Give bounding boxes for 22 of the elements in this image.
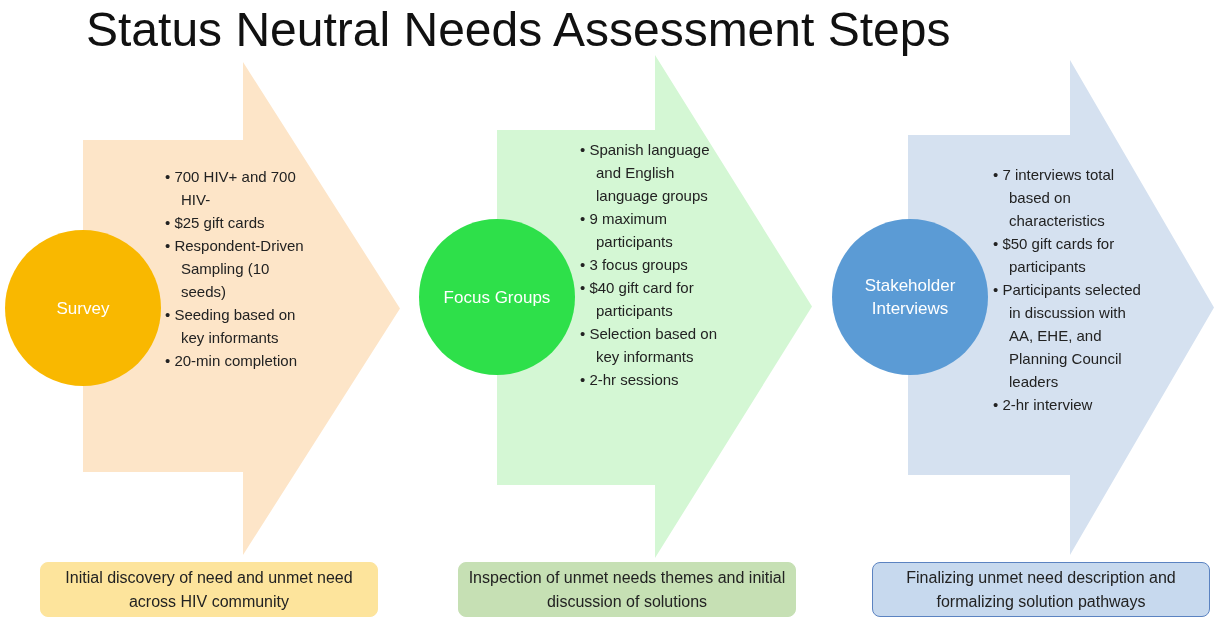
bullet-text: • 3 focus groups <box>580 255 689 275</box>
bullet-text: • Seeding based on key informants <box>165 305 297 348</box>
bullet-text: • 2-hr interview <box>993 395 1094 415</box>
bullet-text: • 9 maximum participants <box>580 209 674 252</box>
step-circle: Stakeholder Interviews <box>832 219 988 375</box>
bullet-text: • Participants selected in discussion with AA, EHE, and Planning Council leaders <box>993 280 1142 392</box>
bullet-text: • 7 interviews total based on characteristics <box>993 165 1116 231</box>
bullet-text: • $25 gift cards <box>165 213 266 233</box>
title: Status Neutral Needs Assessment Steps <box>86 2 951 57</box>
summary-box: Initial discovery of need and unmet need across HIV community <box>40 562 378 617</box>
bullet-text: • Selection based on key informants <box>580 324 718 367</box>
bullet-text: • $40 gift card for participants <box>580 278 695 321</box>
summary-box: Inspection of unmet needs themes and initial discussion of solutions <box>458 562 796 617</box>
step-circle: Survey <box>5 230 161 386</box>
bullet-text: • $50 gift cards for participants <box>993 234 1116 277</box>
bullet-text: • Respondent-Driven Sampling (10 seeds) <box>165 236 305 302</box>
bullet-text: • 700 HIV+ and 700 HIV- <box>165 167 297 210</box>
bullet-text: • 20-min completion <box>165 351 298 371</box>
step-circle: Focus Groups <box>419 219 575 375</box>
bullet-text: • 2-hr sessions <box>580 370 680 390</box>
summary-box: Finalizing unmet need description and formalizing solution pathways <box>872 562 1210 617</box>
bullet-text: • Spanish language and English language groups <box>580 140 711 206</box>
